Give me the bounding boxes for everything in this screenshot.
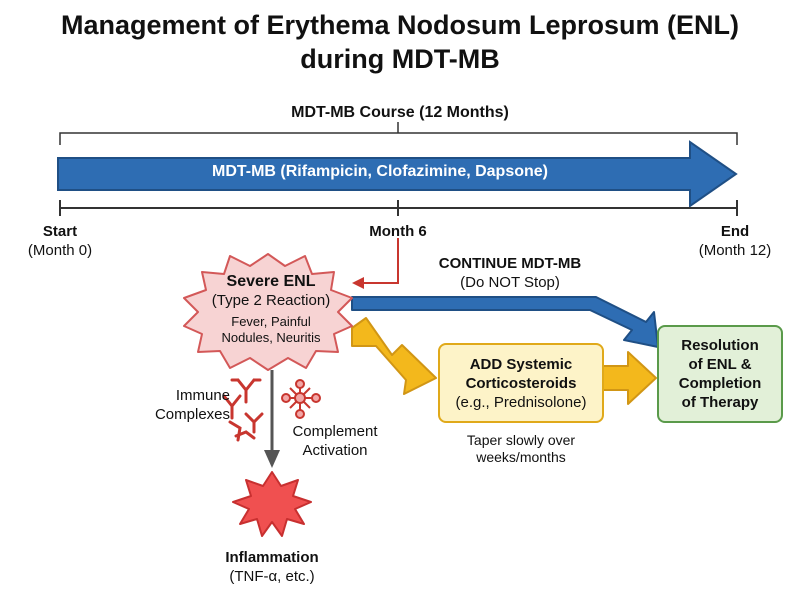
taper-line2: weeks/months [476, 449, 566, 465]
steroids-line3: (e.g., Prednisolone) [455, 393, 587, 411]
start-title: Start [42, 223, 78, 240]
immune-line2: Complexes [154, 406, 230, 423]
continue-title: CONTINUE MDT-MB [438, 255, 582, 272]
resolution-box: Resolution of ENL & Completion of Therap… [657, 325, 783, 423]
steroids-box: ADD Systemic Corticosteroids (e.g., Pred… [438, 343, 604, 423]
continue-arrow [351, 296, 659, 348]
add-steroids-arrow [351, 317, 437, 395]
diagram-title: Management of Erythema Nodosum Leprosum … [0, 8, 800, 76]
continue-label: CONTINUE MDT-MB (Do NOT Stop) [420, 254, 600, 292]
resolution-line3: Completion [678, 375, 762, 392]
inflammation-title: Inflammation [225, 549, 319, 566]
mechanism-arrow-head [264, 450, 280, 468]
immune-complexes-label: Immune Complexes [140, 386, 230, 424]
severe-enl-burst [183, 253, 353, 371]
start-sub: (Month 0) [27, 242, 93, 259]
end-title: End [720, 223, 750, 240]
immune-line1: Immune [175, 387, 230, 404]
month6-connector-head [352, 277, 364, 289]
steroids-line1: ADD Systemic [469, 355, 573, 373]
antibody-icon [222, 378, 264, 442]
steroids-to-resolution-arrow [601, 351, 657, 405]
inflammation-sub: (TNF-α, etc.) [229, 568, 315, 585]
mdt-arrow-label: MDT-MB (Rifampicin, Clofazimine, Dapsone… [211, 163, 548, 180]
timeline-start-label: Start (Month 0) [10, 222, 110, 260]
severe-enl-text: Severe ENL (Type 2 Reaction) Fever, Pain… [196, 272, 346, 346]
inflammation-burst-icon [232, 471, 312, 537]
month6-connector [362, 238, 399, 284]
resolution-line2: of ENL & [688, 356, 752, 373]
mid-title: Month 6 [369, 223, 427, 240]
title-line1: Management of Erythema Nodosum Leprosum … [60, 10, 740, 40]
title-line2: during MDT-MB [300, 44, 500, 74]
steroids-line2: Corticosteroids [465, 374, 577, 392]
complement-line2: Activation [302, 442, 368, 459]
mdt-course-arrow [57, 140, 738, 208]
course-label: MDT-MB Course (12 Months) [291, 104, 509, 121]
enl-symptoms-line2: Nodules, Neuritis [221, 330, 321, 345]
timeline-mid-label: Month 6 [348, 222, 448, 241]
inflammation-label: Inflammation (TNF-α, etc.) [200, 548, 344, 586]
taper-line1: Taper slowly over [466, 432, 576, 448]
enl-title: Severe ENL [226, 273, 316, 290]
enl-subtitle: (Type 2 Reaction) [211, 292, 331, 309]
course-bracket [59, 132, 738, 145]
taper-note: Taper slowly over weeks/months [428, 432, 614, 466]
resolution-line1: Resolution [681, 337, 759, 354]
complement-icon [281, 379, 321, 419]
end-sub: (Month 12) [698, 242, 772, 259]
continue-sub: (Do NOT Stop) [460, 274, 560, 291]
complement-line1: Complement [292, 423, 378, 440]
complement-activation-label: Complement Activation [280, 422, 390, 460]
timeline-end-label: End (Month 12) [680, 222, 790, 260]
enl-symptoms-line1: Fever, Painful [231, 314, 311, 329]
resolution-line4: of Therapy [681, 394, 759, 411]
